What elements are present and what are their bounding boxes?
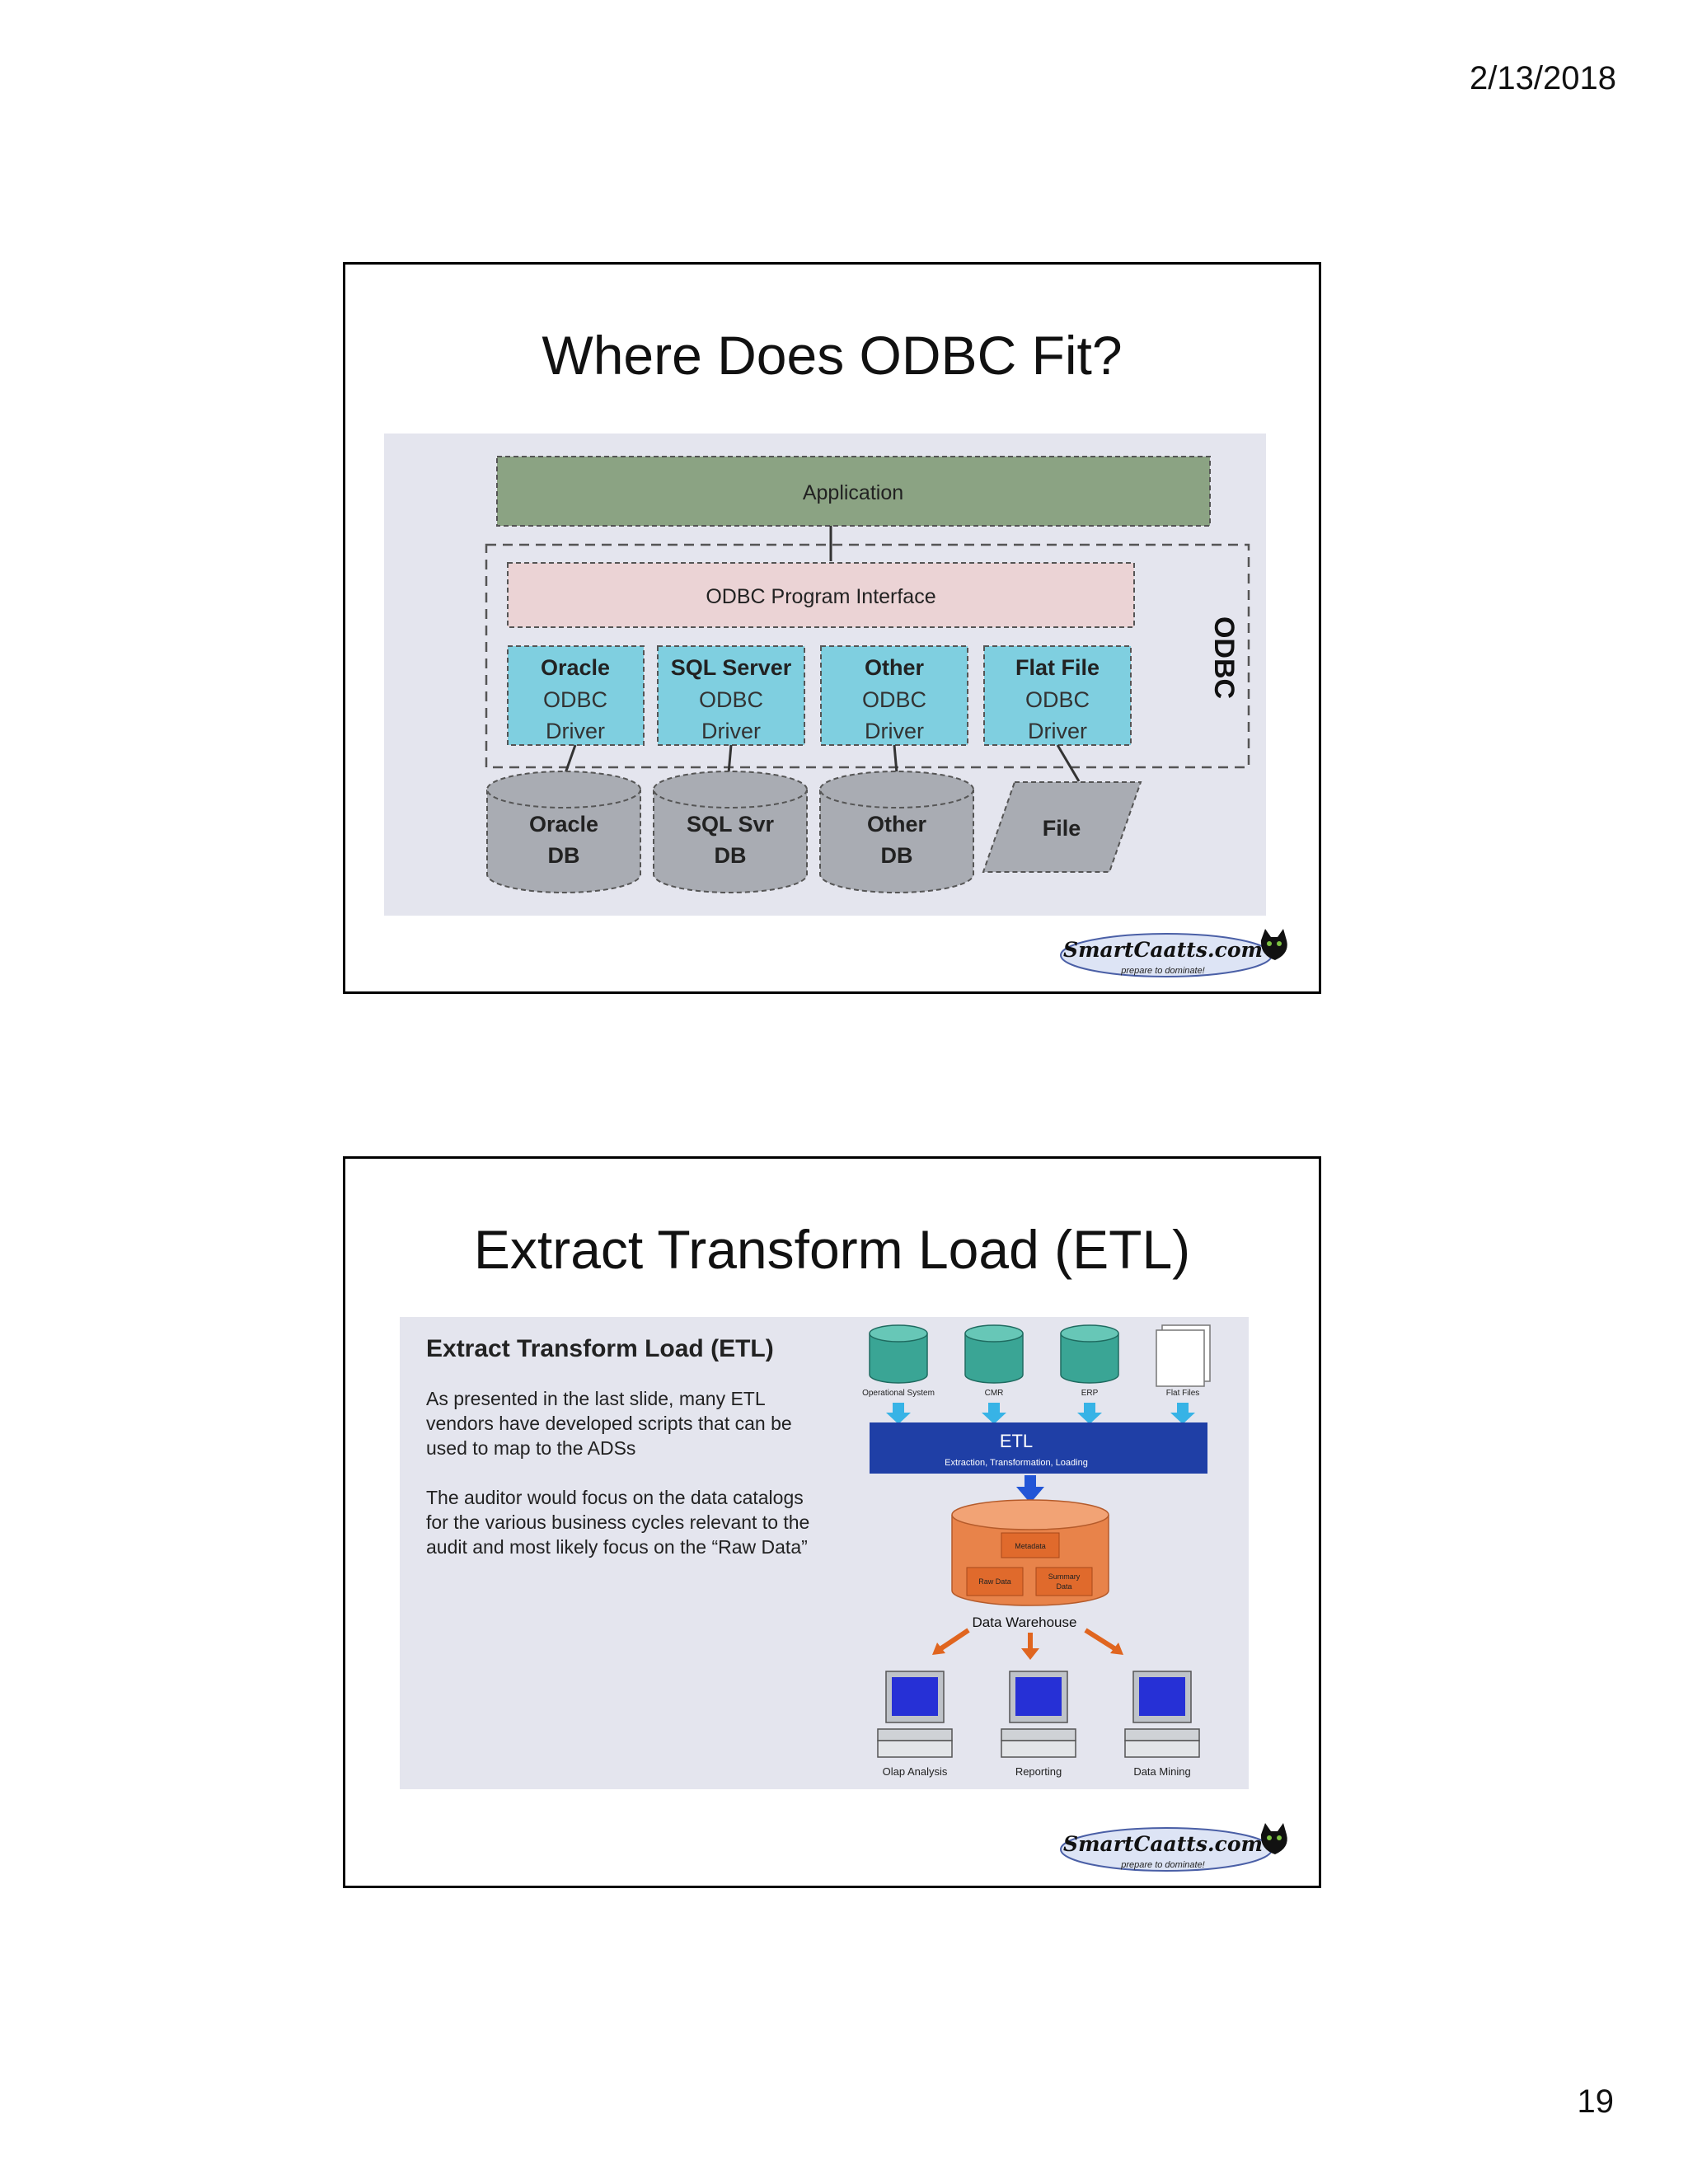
svg-text:SQL Server: SQL Server <box>671 655 792 680</box>
smartcaatts-logo: SmartCaatts.com prepare to dominate! <box>1053 924 1292 983</box>
svg-text:ODBC: ODBC <box>862 687 926 712</box>
svg-text:Metadata: Metadata <box>1015 1542 1046 1550</box>
source-cmr-icon <box>964 1324 1024 1384</box>
svg-text:Oracle: Oracle <box>529 812 598 837</box>
application-box <box>496 456 1211 527</box>
svg-text:Driver: Driver <box>701 719 761 743</box>
driver-flat-file: Flat File ODBC Driver <box>983 645 1132 746</box>
smartcaatts-logo: SmartCaatts.com prepare to dominate! <box>1053 1818 1292 1877</box>
svg-text:Other: Other <box>867 812 927 837</box>
computer-data-mining-icon <box>1124 1671 1200 1758</box>
etl-bar <box>870 1422 1207 1474</box>
svg-text:Data Mining: Data Mining <box>1133 1765 1190 1778</box>
svg-text:Driver: Driver <box>1028 719 1087 743</box>
db-oracle: Oracle DB <box>486 771 641 893</box>
data-warehouse-icon: Metadata Raw Data Summary Data <box>951 1499 1109 1606</box>
svg-text:Olap Analysis: Olap Analysis <box>883 1765 948 1778</box>
svg-text:Data Warehouse: Data Warehouse <box>973 1615 1077 1630</box>
svg-text:SQL Svr: SQL Svr <box>687 812 775 837</box>
slide-title: Where Does ODBC Fit? <box>542 325 1123 386</box>
computer-reporting-icon <box>1001 1671 1076 1758</box>
svg-text:prepare to dominate!: prepare to dominate! <box>1120 1860 1205 1870</box>
source-erp-icon <box>1060 1324 1119 1384</box>
program-interface-label: ODBC Program Interface <box>706 585 935 608</box>
etl-panel: Extract Transform Load (ETL) As presente… <box>400 1317 1249 1789</box>
svg-text:ODBC: ODBC <box>1025 687 1090 712</box>
file-store: File <box>982 781 1142 873</box>
svg-text:prepare to dominate!: prepare to dominate! <box>1120 966 1205 976</box>
svg-text:Driver: Driver <box>865 719 924 743</box>
driver-other: Other ODBC Driver <box>820 645 968 746</box>
svg-text:ODBC: ODBC <box>543 687 607 712</box>
computer-olap-icon <box>877 1671 953 1758</box>
svg-text:File: File <box>1043 816 1081 841</box>
slide-odbc: Where Does ODBC Fit? Application ODBC OD… <box>343 262 1321 994</box>
program-interface-box <box>507 562 1135 628</box>
etl-text-block: Extract Transform Load (ETL) As presente… <box>426 1335 830 1584</box>
application-label: Application <box>803 481 903 504</box>
driver-sql-server: SQL Server ODBC Driver <box>657 645 805 746</box>
odbc-group <box>485 543 1250 769</box>
svg-text:Reporting: Reporting <box>1015 1765 1062 1778</box>
page-number: 19 <box>1577 2083 1615 2120</box>
svg-text:Flat File: Flat File <box>1015 655 1100 680</box>
svg-text:Summary: Summary <box>1048 1572 1081 1581</box>
svg-text:SmartCaatts.com: SmartCaatts.com <box>1063 1832 1263 1856</box>
source-operational-system-icon <box>869 1324 928 1384</box>
svg-text:Flat Files: Flat Files <box>1166 1389 1200 1398</box>
svg-text:Operational System: Operational System <box>862 1389 935 1398</box>
svg-text:Extraction, Transformation, Lo: Extraction, Transformation, Loading <box>945 1458 1088 1468</box>
svg-text:Oracle: Oracle <box>541 655 610 680</box>
odbc-side-label: ODBC <box>1208 616 1240 699</box>
etl-paragraph-1: As presented in the last slide, many ETL… <box>426 1388 792 1459</box>
svg-text:Data: Data <box>1056 1582 1071 1591</box>
svg-text:DB: DB <box>548 843 580 868</box>
svg-text:Driver: Driver <box>546 719 605 743</box>
svg-text:SmartCaatts.com: SmartCaatts.com <box>1063 938 1263 962</box>
svg-text:DB: DB <box>881 843 913 868</box>
odbc-diagram: Application ODBC ODBC Program Interface … <box>384 434 1266 916</box>
svg-text:ODBC: ODBC <box>699 687 763 712</box>
driver-oracle: Oracle ODBC Driver <box>507 645 645 746</box>
db-sql-svr: SQL Svr DB <box>653 771 808 893</box>
etl-panel-heading: Extract Transform Load (ETL) <box>426 1335 774 1362</box>
svg-text:Other: Other <box>865 655 925 680</box>
svg-text:ERP: ERP <box>1081 1389 1099 1398</box>
svg-text:ETL: ETL <box>1000 1431 1033 1451</box>
etl-paragraph-2: The auditor would focus on the data cata… <box>426 1487 810 1558</box>
source-flat-files-icon <box>1156 1324 1211 1387</box>
svg-text:DB: DB <box>715 843 747 868</box>
header-date: 2/13/2018 <box>1470 60 1616 96</box>
svg-text:Raw Data: Raw Data <box>978 1577 1011 1586</box>
slide-title: Extract Transform Load (ETL) <box>473 1219 1191 1280</box>
svg-text:CMR: CMR <box>985 1389 1004 1398</box>
db-other: Other DB <box>819 771 974 893</box>
cat-icon <box>1260 929 1287 960</box>
slide-etl: Extract Transform Load (ETL) Extract Tra… <box>343 1156 1321 1888</box>
cat-icon <box>1260 1823 1287 1854</box>
